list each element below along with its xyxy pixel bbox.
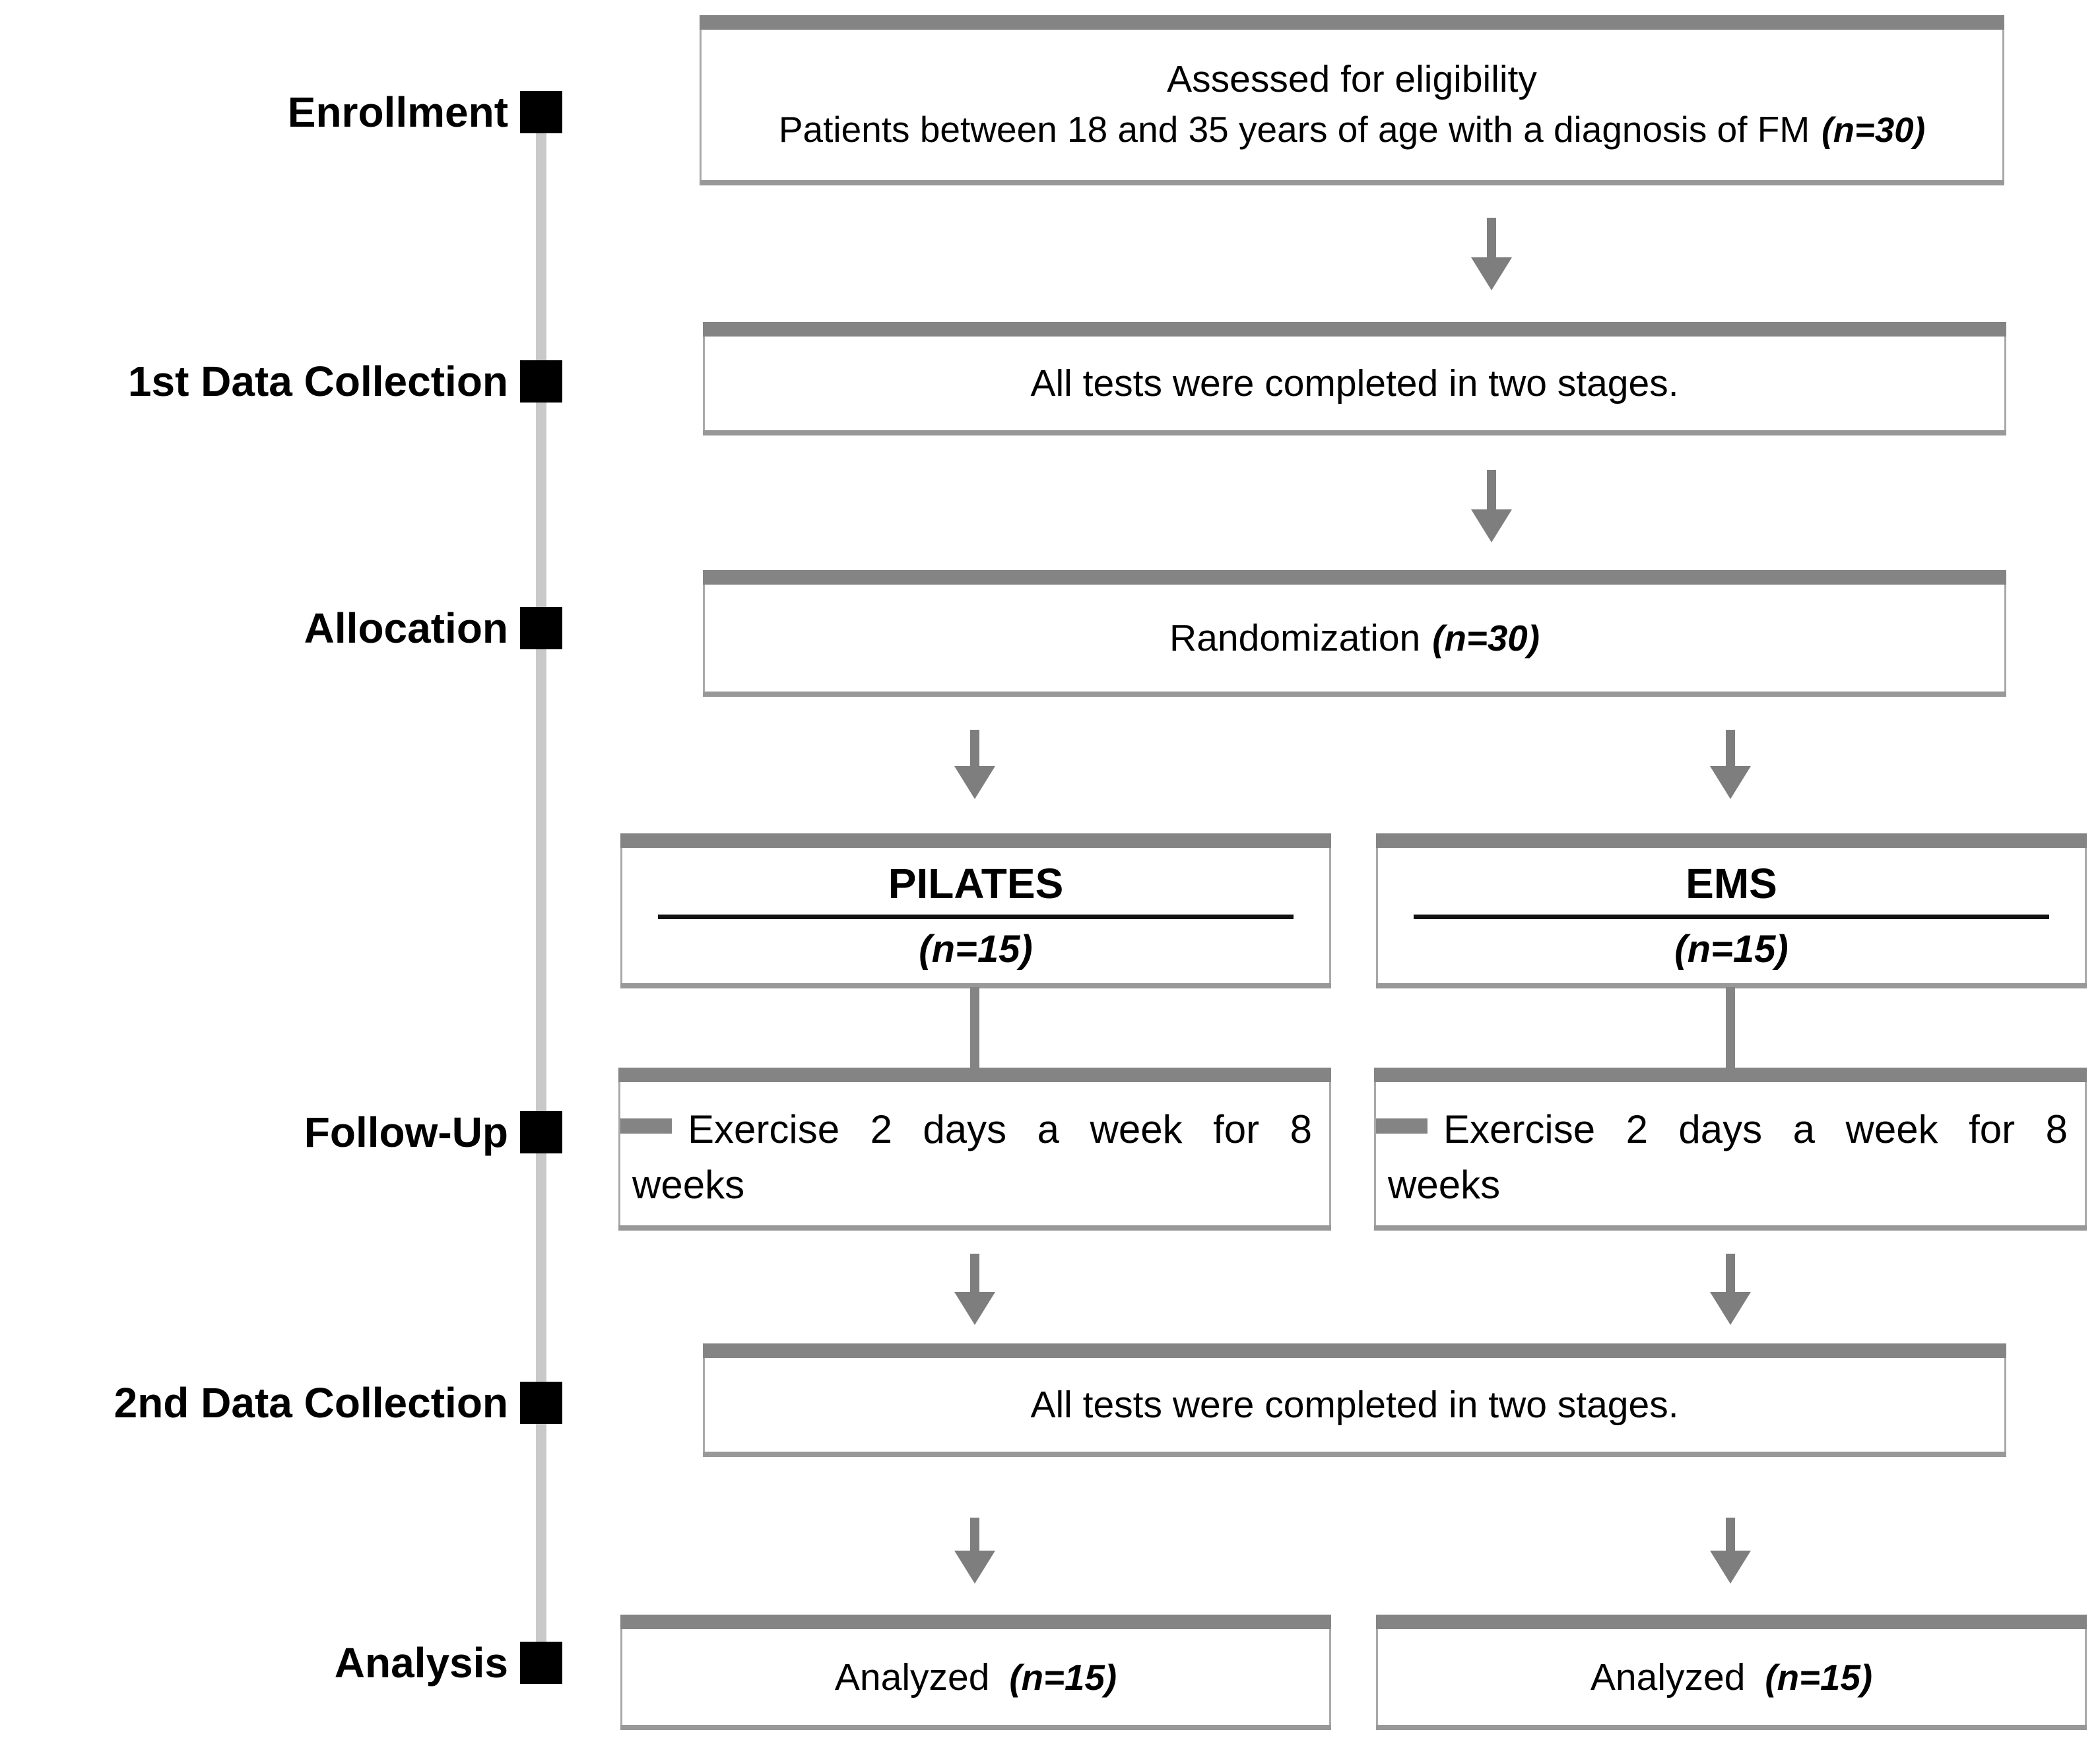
arrow-head [1710,1292,1751,1325]
stage-label-allocation: Allocation [304,604,508,652]
down-arrow-icon [1710,1518,1751,1584]
pilates-group-box: PILATES (n=15) [620,833,1331,988]
connector-line [970,987,979,1082]
arrow-head [954,1551,995,1584]
pilates-analyzed-box: Analyzed (n=15) [620,1615,1331,1730]
group-title-underline [1413,915,2050,919]
ems-followup-box: Exercise 2 days a week for 8 weeks [1374,1068,2087,1231]
arrow-stem [1726,1254,1735,1292]
dash-bullet-icon [620,1118,672,1134]
arrow-stem [1487,218,1496,257]
box-top-bar [703,1343,2006,1358]
eligibility-n-count: (n=30) [1821,111,1926,150]
pilates-followup-box: Exercise 2 days a week for 8 weeks [618,1068,1331,1231]
box-top-bar [1376,833,2087,848]
tests-stage1-text: All tests were completed in two stages. [1030,362,1679,404]
arrow-head [1471,509,1512,542]
randomization-text: Randomization [1169,617,1421,659]
stage-label-second-data-collection: 2nd Data Collection [114,1379,508,1427]
eligibility-line2-text: Patients between 18 and 35 years of age … [778,109,1810,150]
stage-marker-follow-up [520,1111,562,1153]
box-bottom-bar [620,1725,1331,1730]
box-bottom-bar [703,430,2006,435]
down-arrow-icon [1710,1254,1751,1325]
box-top-bar [620,833,1331,848]
box-top-bar [703,570,2006,585]
stage-marker-allocation [520,607,562,649]
stage-label-enrollment: Enrollment [287,88,508,136]
tests-stage2-text: All tests were completed in two stages. [1030,1384,1679,1426]
down-arrow-icon [1471,470,1512,542]
pilates-followup-text: Exercise 2 days a week for 8 weeks [632,1107,1312,1207]
ems-analyzed-text: Analyzed [1590,1656,1746,1698]
box-top-bar [618,1068,1331,1082]
stage-marker-first-data-collection [520,360,562,403]
tests-stage2-box: All tests were completed in two stages. [703,1343,2006,1457]
dash-bullet-icon [1376,1118,1427,1134]
box-bottom-bar [703,1452,2006,1457]
arrow-stem [970,1518,979,1551]
arrow-stem [1726,730,1735,766]
arrow-stem [970,730,979,766]
arrow-stem [1726,1518,1735,1551]
box-bottom-bar [620,983,1331,988]
stage-label-first-data-collection: 1st Data Collection [127,358,508,405]
ems-followup-text: Exercise 2 days a week for 8 weeks [1388,1107,2068,1207]
ems-group-title: EMS [1686,860,1777,907]
randomization-line: Randomization (n=30) [1169,613,1540,663]
ems-analyzed-n-count: (n=15) [1765,1656,1873,1698]
box-bottom-bar [1374,1225,2087,1231]
down-arrow-icon [954,1254,995,1325]
pilates-n-count: (n=15) [919,928,1033,971]
pilates-group-title: PILATES [888,860,1064,907]
eligibility-box: Assessed for eligibility Patients betwee… [700,15,2004,185]
box-top-bar [703,322,2006,337]
box-bottom-bar [1376,983,2087,988]
down-arrow-icon [954,730,995,799]
down-arrow-icon [1471,218,1512,290]
arrow-head [1471,257,1512,290]
box-bottom-bar [618,1225,1331,1231]
randomization-n-count: (n=30) [1432,618,1540,659]
ems-n-count: (n=15) [1674,928,1788,971]
stage-marker-enrollment [520,91,562,133]
arrow-stem [1487,470,1496,509]
box-top-bar [700,15,2004,30]
box-top-bar [620,1615,1331,1629]
pilates-analyzed-n-count: (n=15) [1009,1656,1117,1698]
arrow-head [1710,766,1751,799]
stage-label-follow-up: Follow-Up [304,1109,508,1156]
box-bottom-bar [703,692,2006,697]
randomization-box: Randomization (n=30) [703,570,2006,697]
down-arrow-icon [1710,730,1751,799]
eligibility-line2: Patients between 18 and 35 years of age … [779,104,1925,156]
ems-analyzed-box: Analyzed (n=15) [1376,1615,2087,1730]
eligibility-line1: Assessed for eligibility [1167,58,1537,100]
box-top-bar [1376,1615,2087,1629]
box-bottom-bar [1376,1725,2087,1730]
box-top-bar [1374,1068,2087,1082]
ems-analyzed-line: Analyzed (n=15) [1591,1652,1872,1702]
arrow-stem [970,1254,979,1292]
down-arrow-icon [954,1518,995,1584]
timeline-rail [536,111,546,1663]
box-bottom-bar [700,180,2004,185]
arrow-head [954,766,995,799]
connector-line [1726,987,1735,1082]
pilates-analyzed-text: Analyzed [834,1656,990,1698]
arrow-head [1710,1551,1751,1584]
group-title-underline [657,915,1294,919]
ems-group-box: EMS (n=15) [1376,833,2087,988]
pilates-analyzed-line: Analyzed (n=15) [835,1652,1117,1702]
tests-stage1-box: All tests were completed in two stages. [703,322,2006,435]
arrow-head [954,1292,995,1325]
stage-marker-second-data-collection [520,1382,562,1424]
stage-label-analysis: Analysis [334,1639,508,1687]
stage-marker-analysis [520,1642,562,1684]
